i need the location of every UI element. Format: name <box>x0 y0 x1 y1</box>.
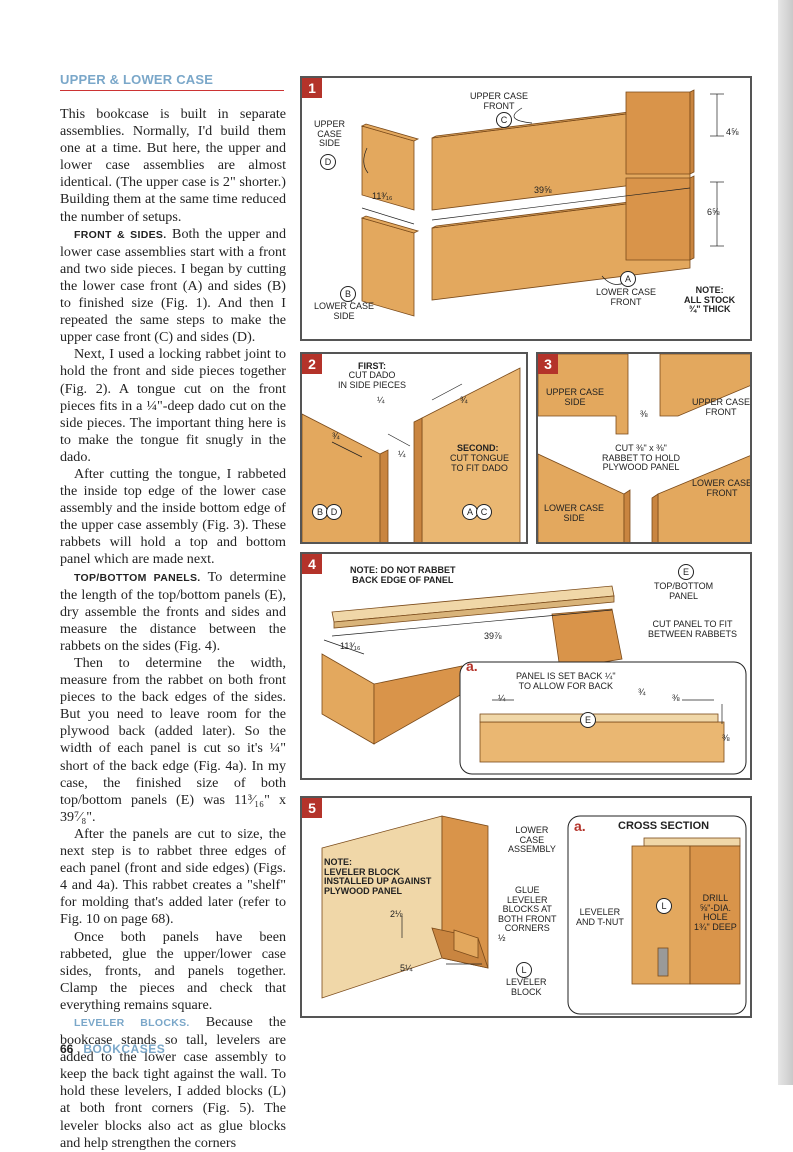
label-first-text: CUT DADO IN SIDE PIECES <box>338 370 407 390</box>
marker-d: D <box>326 504 342 520</box>
dim-38: ⅜ <box>640 409 648 419</box>
paragraph-panels: TOP/BOTTOM PANELS. To determine the leng… <box>60 569 286 655</box>
heading-rule <box>60 90 284 91</box>
label-glue-leveler: GLUE LEVELER BLOCKS AT BOTH FRONT CORNER… <box>498 885 557 933</box>
marker-e-inset: E <box>580 712 596 728</box>
dim-514: 5¼ <box>400 963 413 973</box>
figure-3: UPPER CASE SIDE UPPER CASE FRONT ⅜ CUT ⅜… <box>536 352 752 544</box>
label-cut-rabbet: CUT ⅜" x ⅜" RABBET TO HOLD PLYWOOD PANEL <box>602 443 681 472</box>
label-first: FIRST: <box>358 361 386 371</box>
note-leveler-block: NOTE: LEVELER BLOCK INSTALLED UP AGAINST… <box>324 857 432 896</box>
figure-5: LOWER CASE ASSEMBLY NOTE: LEVELER BLOCK … <box>300 796 752 1018</box>
dim-q1: ¼ <box>377 395 385 405</box>
front-sides-text: Both the upper and lower case assemblies… <box>60 225 286 346</box>
label-second: SECOND: <box>457 443 499 453</box>
dim-q3: ¾ <box>332 431 340 441</box>
note-stock: NOTE: ALL STOCK ¾" THICK <box>684 285 736 314</box>
inset-a-label: a. <box>574 818 586 834</box>
dim-depth: 11³⁄₁₆ <box>340 641 361 651</box>
label-cut-panel: CUT PANEL TO FIT BETWEEN RABBETS <box>648 619 738 639</box>
paragraph-4: After cutting the tongue, I rabbeted the… <box>60 465 286 568</box>
label-upper-case-front: UPPER CASE FRONT <box>470 91 529 111</box>
figure-1: UPPER CASE FRONT C UPPER CASE SIDE D 11³… <box>300 76 752 341</box>
marker-a: A <box>620 271 636 287</box>
marker-l: L <box>516 962 532 978</box>
figure-4-drawing <box>321 585 747 775</box>
page-number: 66 <box>60 1042 74 1056</box>
dim-upper-height: 4⅝ <box>726 127 739 137</box>
subhead-front-sides: FRONT & SIDES. <box>74 228 167 241</box>
dim-width: 39⅞ <box>484 631 502 641</box>
figure-4: NOTE: DO NOT RABBET BACK EDGE OF PANEL E… <box>300 552 752 780</box>
paragraph-3: Next, I used a locking rabbet joint to h… <box>60 346 286 465</box>
label-lower-case-front: LOWER CASE FRONT <box>596 287 657 307</box>
figure-2: FIRST: CUT DADO IN SIDE PIECES ¼ ¾ ¾ ¼ S… <box>300 352 528 544</box>
label-leveler-tnut: LEVELER AND T-NUT <box>576 907 624 927</box>
dim-lower-height: 6⅝ <box>707 207 720 217</box>
page-edge-shadow <box>778 0 793 1085</box>
figure-2-number: 2 <box>302 354 322 374</box>
dim-12: ½ <box>498 933 506 943</box>
footer-section: BOOKCASES <box>83 1042 166 1056</box>
label-cross-section: CROSS SECTION <box>618 820 710 832</box>
paragraph-levelers: LEVELER BLOCKS. Because the bookcase sta… <box>60 1014 286 1152</box>
section-heading: UPPER & LOWER CASE <box>60 72 214 87</box>
label-leveler-block: LEVELER BLOCK <box>506 977 547 997</box>
paragraph-7: After the panels are cut to size, the ne… <box>60 825 286 928</box>
dim-width: 39⅝ <box>534 185 552 195</box>
label-lower-case-front: LOWER CASE FRONT <box>692 478 752 498</box>
figure-5-drawing <box>321 815 747 1015</box>
subhead-levelers: LEVELER BLOCKS. <box>74 1016 190 1029</box>
label-upper-case-side: UPPER CASE SIDE <box>314 119 346 148</box>
label-second-text: CUT TONGUE TO FIT DADO <box>450 453 510 473</box>
marker-c: C <box>476 504 492 520</box>
dim-q2: ¾ <box>460 395 468 405</box>
dim-218: 2⅛ <box>390 909 403 919</box>
figure-4-number: 4 <box>302 554 322 574</box>
figure-5-number: 5 <box>302 798 322 818</box>
body-text: This bookcase is built in separate assem… <box>60 106 286 1152</box>
note-no-rabbet: NOTE: DO NOT RABBET BACK EDGE OF PANEL <box>350 565 456 585</box>
marker-c: C <box>496 112 512 128</box>
label-lower-case-side: LOWER CASE SIDE <box>314 301 375 321</box>
page-footer: 66 BOOKCASES <box>60 1042 165 1056</box>
paragraph-front-sides: FRONT & SIDES. Both the upper and lower … <box>60 226 286 347</box>
marker-e: E <box>678 564 694 580</box>
paragraph-6: Then to determine the width, measure fro… <box>60 655 286 825</box>
dim-inset-34: ¾ <box>638 687 646 697</box>
marker-l-inset: L <box>656 898 672 914</box>
label-drill: DRILL ⅝"-DIA. HOLE 1¾" DEEP <box>694 893 737 932</box>
paragraph-8: Once both panels have been rabbeted, glu… <box>60 928 286 1013</box>
subhead-panels: TOP/BOTTOM PANELS. <box>74 571 201 584</box>
paragraph-intro: This bookcase is built in separate assem… <box>60 106 286 225</box>
figure-3-number: 3 <box>538 354 558 374</box>
marker-d: D <box>320 154 336 170</box>
dim-inset-38a: ⅜ <box>672 693 680 703</box>
figure-3-drawing <box>538 354 750 542</box>
inset-a-label: a. <box>466 658 478 674</box>
dim-q4: ¼ <box>398 449 406 459</box>
label-inset-text: PANEL IS SET BACK ¼" TO ALLOW FOR BACK <box>516 671 616 691</box>
panels-text: To determine the length of the top/botto… <box>60 568 286 654</box>
figure-1-drawing <box>349 89 724 317</box>
label-lower-case-side: LOWER CASE SIDE <box>544 503 605 523</box>
label-top-bottom-panel: TOP/BOTTOM PANEL <box>654 581 714 601</box>
marker-b: B <box>340 286 356 302</box>
dim-inset-14: ¼ <box>498 693 506 703</box>
levelers-text: Because the bookcase stands so tall, lev… <box>60 1013 287 1151</box>
dim-inset-38b: ⅜ <box>722 733 730 743</box>
dim-depth: 11³⁄₁₆ <box>372 191 393 201</box>
label-lower-case-assembly: LOWER CASE ASSEMBLY <box>508 825 556 854</box>
figure-1-number: 1 <box>302 78 322 98</box>
label-upper-case-front: UPPER CASE FRONT <box>692 397 751 417</box>
label-upper-case-side: UPPER CASE SIDE <box>546 387 605 407</box>
